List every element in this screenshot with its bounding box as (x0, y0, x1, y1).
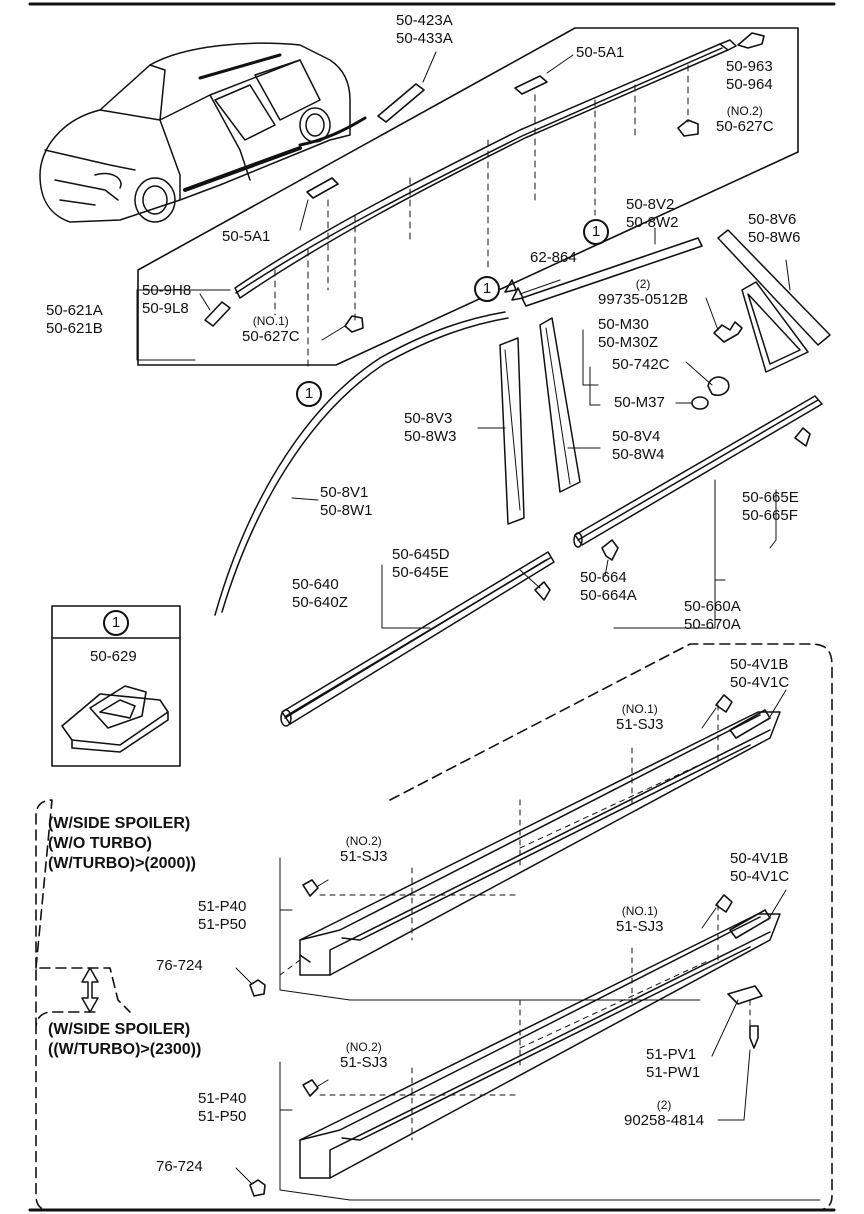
part-50-M37 (691, 396, 709, 410)
part-50-665E (794, 427, 811, 447)
part-99735 (713, 321, 743, 343)
label-50-M37: 50-M37 (614, 394, 665, 411)
car-illustration (39, 42, 367, 223)
part-50-4V1B-a (729, 709, 771, 739)
label-50-5A1-left: 50-5A1 (222, 228, 271, 245)
label-76-724-a: 76-724 (156, 957, 203, 974)
swap-arrow-icon (81, 967, 99, 1013)
part-50-660A (573, 395, 823, 548)
label-51-SJ3-no1-a: (NO.1)51-SJ3 (616, 702, 664, 733)
part-50-5A1-left (306, 177, 339, 199)
part-50-5A1-top (514, 75, 548, 95)
label-51-SJ3-no1-b: (NO.1)51-SJ3 (616, 904, 664, 935)
part-62-864 (504, 279, 524, 301)
label-50-5A1-top: 50-5A1 (576, 44, 625, 61)
part-50-963 (737, 32, 765, 49)
part-50-8V2 (521, 237, 703, 307)
part-50-423A (377, 83, 425, 123)
part-51-SJ3-no2-b (302, 1079, 319, 1097)
callout-marker-1: 1 (474, 276, 500, 302)
part-50-8V6 (717, 229, 831, 373)
part-50-9H8 (204, 301, 231, 327)
part-51-PV1 (727, 985, 763, 1005)
roof-dashed-lines (274, 64, 689, 371)
part-50-627C-no1 (344, 315, 364, 333)
roof-group-outline (137, 27, 799, 366)
part-50-8V4 (539, 317, 581, 493)
label-51-SJ3-no2-a: (NO.2)51-SJ3 (340, 834, 388, 865)
part-51-SJ3-no2-a (302, 879, 319, 897)
callout-marker-1: 1 (296, 381, 322, 407)
condition-note-a: (W/SIDE SPOILER)(W/O TURBO)(W/TURBO)>(20… (48, 815, 197, 872)
part-50-627C-no2 (677, 119, 699, 137)
label-76-724-b: 76-724 (156, 1158, 203, 1175)
inset-box-50-629 (51, 605, 181, 767)
part-76-724-b (249, 1179, 266, 1197)
label-62-864: 62-864 (530, 249, 577, 266)
part-50-8V3 (499, 337, 525, 525)
part-50-742C (707, 376, 730, 397)
label-99735: (2)99735-0512B (598, 277, 689, 308)
label-50-742C: 50-742C (612, 356, 670, 373)
condition-note-b: (W/SIDE SPOILER)((W/TURBO)>(2300)) (48, 1021, 202, 1058)
part-50-8V1 (214, 311, 509, 616)
label-50-627C-no1: (NO.1)50-627C (242, 314, 300, 345)
part-51-SJ3-no1-b (715, 894, 733, 913)
part-76-724-a (249, 979, 266, 997)
label-50-627C-no2: (NO.2)50-627C (716, 104, 774, 135)
part-51-SJ3-no1-a (715, 694, 733, 713)
part-50-640 (280, 551, 555, 727)
part-50-645D (534, 581, 551, 601)
callout-marker-1: 1 (103, 610, 129, 636)
part-50-4V1B-b (729, 909, 771, 939)
part-50-664 (601, 539, 619, 561)
label-90258: (2)90258-4814 (624, 1098, 705, 1129)
callout-marker-1: 1 (583, 219, 609, 245)
spoiler-section-boundary (35, 643, 833, 1211)
label-50-629: 50-629 (90, 648, 137, 665)
label-51-SJ3-no2-b: (NO.2)51-SJ3 (340, 1040, 388, 1071)
roof-rail (234, 39, 737, 299)
part-90258 (749, 1025, 759, 1049)
part-51-P40-a (299, 711, 781, 976)
